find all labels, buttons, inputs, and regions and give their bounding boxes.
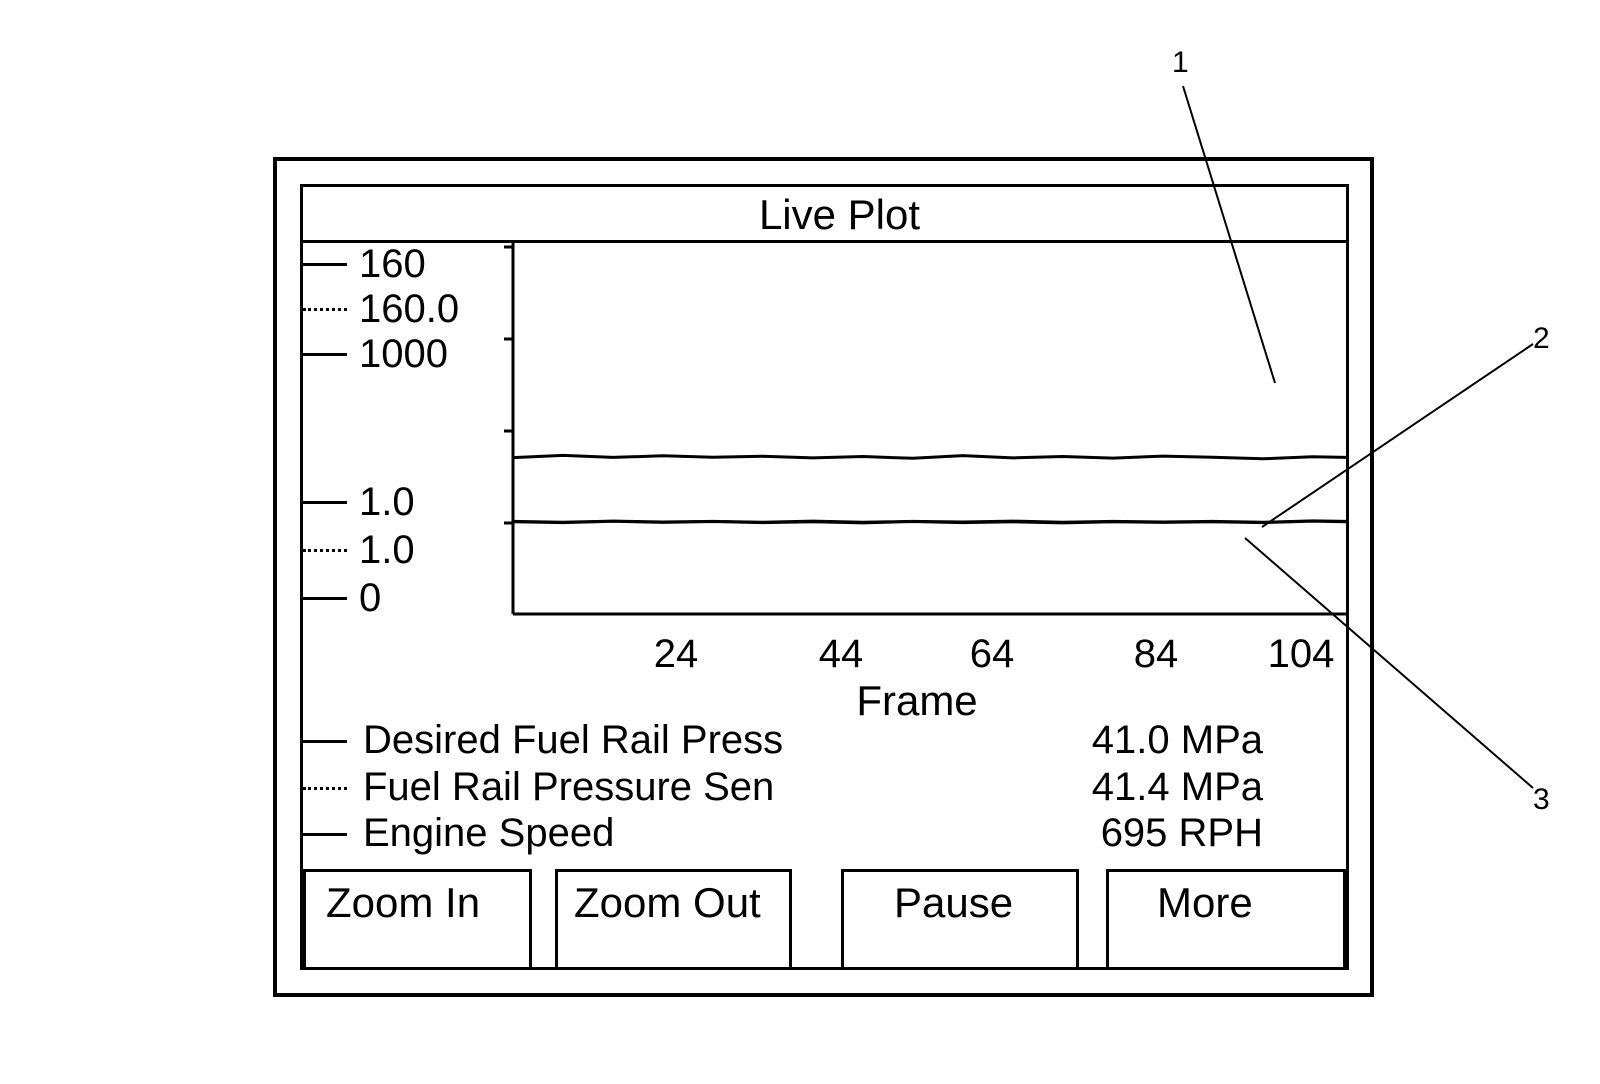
- scale-line-solid: [303, 597, 347, 600]
- more-label: More: [1157, 879, 1253, 926]
- legend-line-dotted: [303, 787, 347, 790]
- legend-line-solid: [303, 833, 347, 836]
- callout-number-2: 2: [1533, 322, 1550, 355]
- scale-line-solid: [303, 353, 347, 356]
- x-axis-label: Frame: [856, 677, 978, 724]
- series-line-engine-speed: [512, 453, 1346, 461]
- legend-value: 41.0 MPa: [1091, 718, 1263, 762]
- legend-label: Engine Speed: [363, 811, 615, 855]
- scale-line-dotted: [303, 308, 347, 311]
- x-tick-label: 64: [969, 632, 1015, 676]
- legend-label: Desired Fuel Rail Press: [363, 718, 784, 762]
- scale-line-solid: [303, 501, 347, 504]
- scale-line-solid: [303, 263, 347, 266]
- zoom-out-button[interactable]: Zoom Out: [555, 869, 792, 967]
- more-button[interactable]: More: [1106, 869, 1346, 967]
- x-tick-label: 104: [1267, 632, 1335, 676]
- legend-value: 41.4 MPa: [1091, 765, 1263, 809]
- callout-number-3: 3: [1533, 783, 1550, 816]
- scale-label: 1000: [359, 332, 448, 376]
- page-title: Live Plot: [758, 191, 921, 238]
- pause-label: Pause: [894, 879, 1014, 926]
- series-line-fuel-rail-pressure-sen: [512, 519, 1346, 523]
- scale-label: 160.0: [359, 287, 460, 331]
- x-tick-label: 24: [653, 632, 699, 676]
- scale-label: 0: [359, 576, 382, 620]
- legend-value: 695 RPH: [1100, 811, 1263, 855]
- zoom-in-button[interactable]: Zoom In: [303, 869, 532, 967]
- live-plot-chart: [504, 240, 1346, 616]
- callout-number-1: 1: [1172, 46, 1189, 79]
- scale-label: 1.0: [359, 528, 415, 572]
- scale-label: 160: [359, 242, 426, 286]
- zoom-out-label: Zoom Out: [574, 879, 761, 926]
- x-tick-label: 44: [818, 632, 864, 676]
- x-tick-label: 84: [1133, 632, 1179, 676]
- title-bar: Live Plot: [303, 187, 1346, 243]
- legend-row-desired-fuel-rail: Desired Fuel Rail Press 41.0 MPa: [303, 718, 1303, 762]
- pause-button[interactable]: Pause: [841, 869, 1079, 967]
- live-plot-screen: Live Plot 160 160.0 1000 1.0 1.0 0 24 44…: [300, 184, 1349, 970]
- scale-line-dotted: [303, 549, 347, 552]
- legend-row-fuel-rail-sensor: Fuel Rail Pressure Sen 41.4 MPa: [303, 765, 1303, 809]
- legend-line-solid: [303, 740, 347, 743]
- scale-label: 1.0: [359, 480, 415, 524]
- legend-label: Fuel Rail Pressure Sen: [363, 765, 775, 809]
- zoom-in-label: Zoom In: [326, 879, 481, 926]
- legend-row-engine-speed: Engine Speed 695 RPH: [303, 811, 1303, 855]
